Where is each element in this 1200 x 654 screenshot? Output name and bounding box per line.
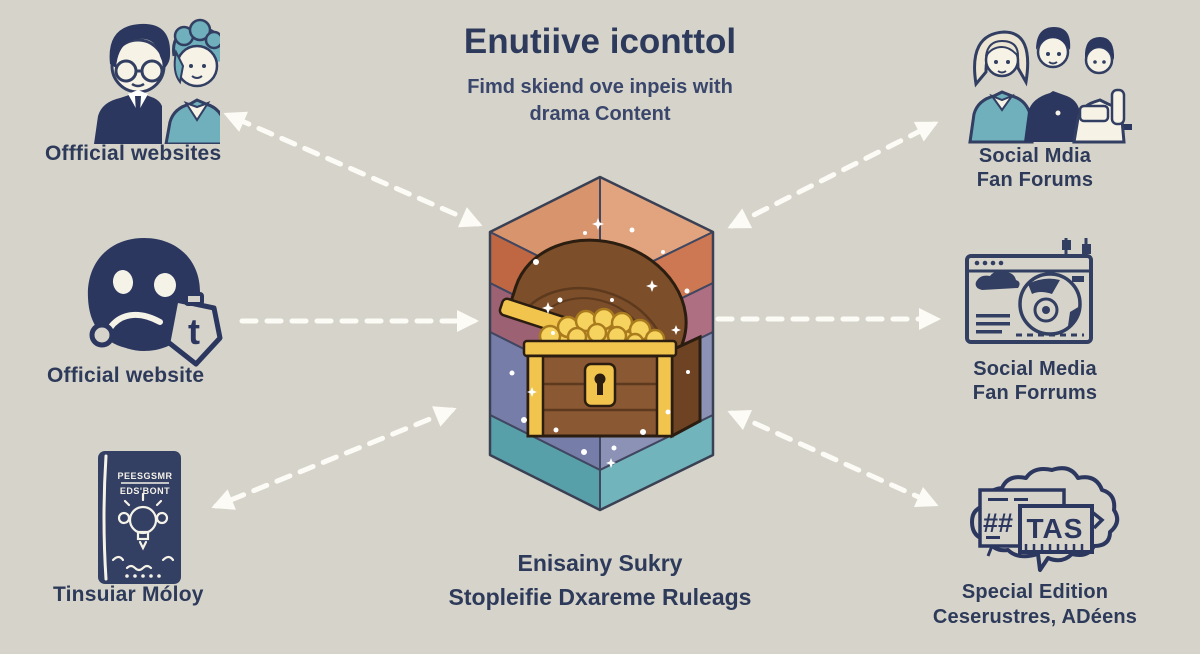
- label-social-media-fan-forrums: Social Media Fan Forrums: [935, 357, 1135, 405]
- idea-book-icon: PEESGSMR EDS'BONT: [98, 451, 181, 584]
- tas-sign-text: TAS: [1027, 513, 1084, 544]
- label-line: Social Media: [973, 358, 1097, 380]
- treasure-chest: [498, 218, 702, 468]
- book-title-line2: EDS'BONT: [120, 486, 170, 496]
- fan-group-icon: [968, 27, 1132, 144]
- subtitle-line1: Fimd skiend ove inpeis with: [467, 76, 733, 98]
- footer-line2: Stopleifie Dxareme Ruleags: [448, 584, 752, 610]
- label-line: Special Edition: [961, 581, 1109, 603]
- page-subtitle: Fimd skiend ove inpeis with drama Conten…: [0, 74, 1200, 128]
- arrow-top-left: [223, 111, 483, 228]
- price-tag-glyph: t: [188, 311, 200, 352]
- book-title-line1: PEESGSMR: [117, 471, 172, 481]
- label-line: Social Mdia: [978, 145, 1092, 167]
- book-dots: [125, 574, 161, 578]
- cloud-tags-icon: ## TAS: [970, 466, 1120, 572]
- footer-line1: Enisainy Sukry: [517, 550, 683, 576]
- arrow-bottom-left: [211, 406, 457, 510]
- label-line: Fan Forrums: [972, 382, 1098, 404]
- subtitle-line2: drama Content: [529, 103, 671, 125]
- couple-icon: [94, 18, 220, 144]
- browser-disc-icon: [965, 238, 1093, 344]
- arrow-top-right: [727, 121, 939, 229]
- label-official-websites: Offficial websites: [45, 142, 222, 165]
- page-title: Enutiive iconttol: [463, 22, 737, 61]
- arrow-bottom-right: [727, 409, 939, 508]
- book-lightbulb: [111, 492, 175, 572]
- sparkles: [509, 218, 690, 468]
- label-social-mdia-fan-forums: Social Mdia Fan Forums: [935, 144, 1135, 192]
- mask-price-tag-icon: t: [87, 238, 223, 367]
- footer-caption: Enisainy Sukry Stopleifie Dxareme Ruleag…: [0, 546, 1200, 614]
- label-line: Fan Forums: [976, 169, 1094, 191]
- hash-card-text: ##: [983, 508, 1013, 538]
- prism-outline: [488, 175, 715, 512]
- card-teeth: [1024, 544, 1084, 550]
- label-line: Ceserustres, ADéens: [932, 606, 1138, 628]
- label-special-edition: Special Edition Ceserustres, ADéens: [915, 580, 1155, 630]
- label-tinsuiar-moloy: Tinsuiar Móloy: [53, 583, 204, 606]
- label-official-website: Official website: [47, 364, 205, 387]
- chest-body: [522, 334, 702, 439]
